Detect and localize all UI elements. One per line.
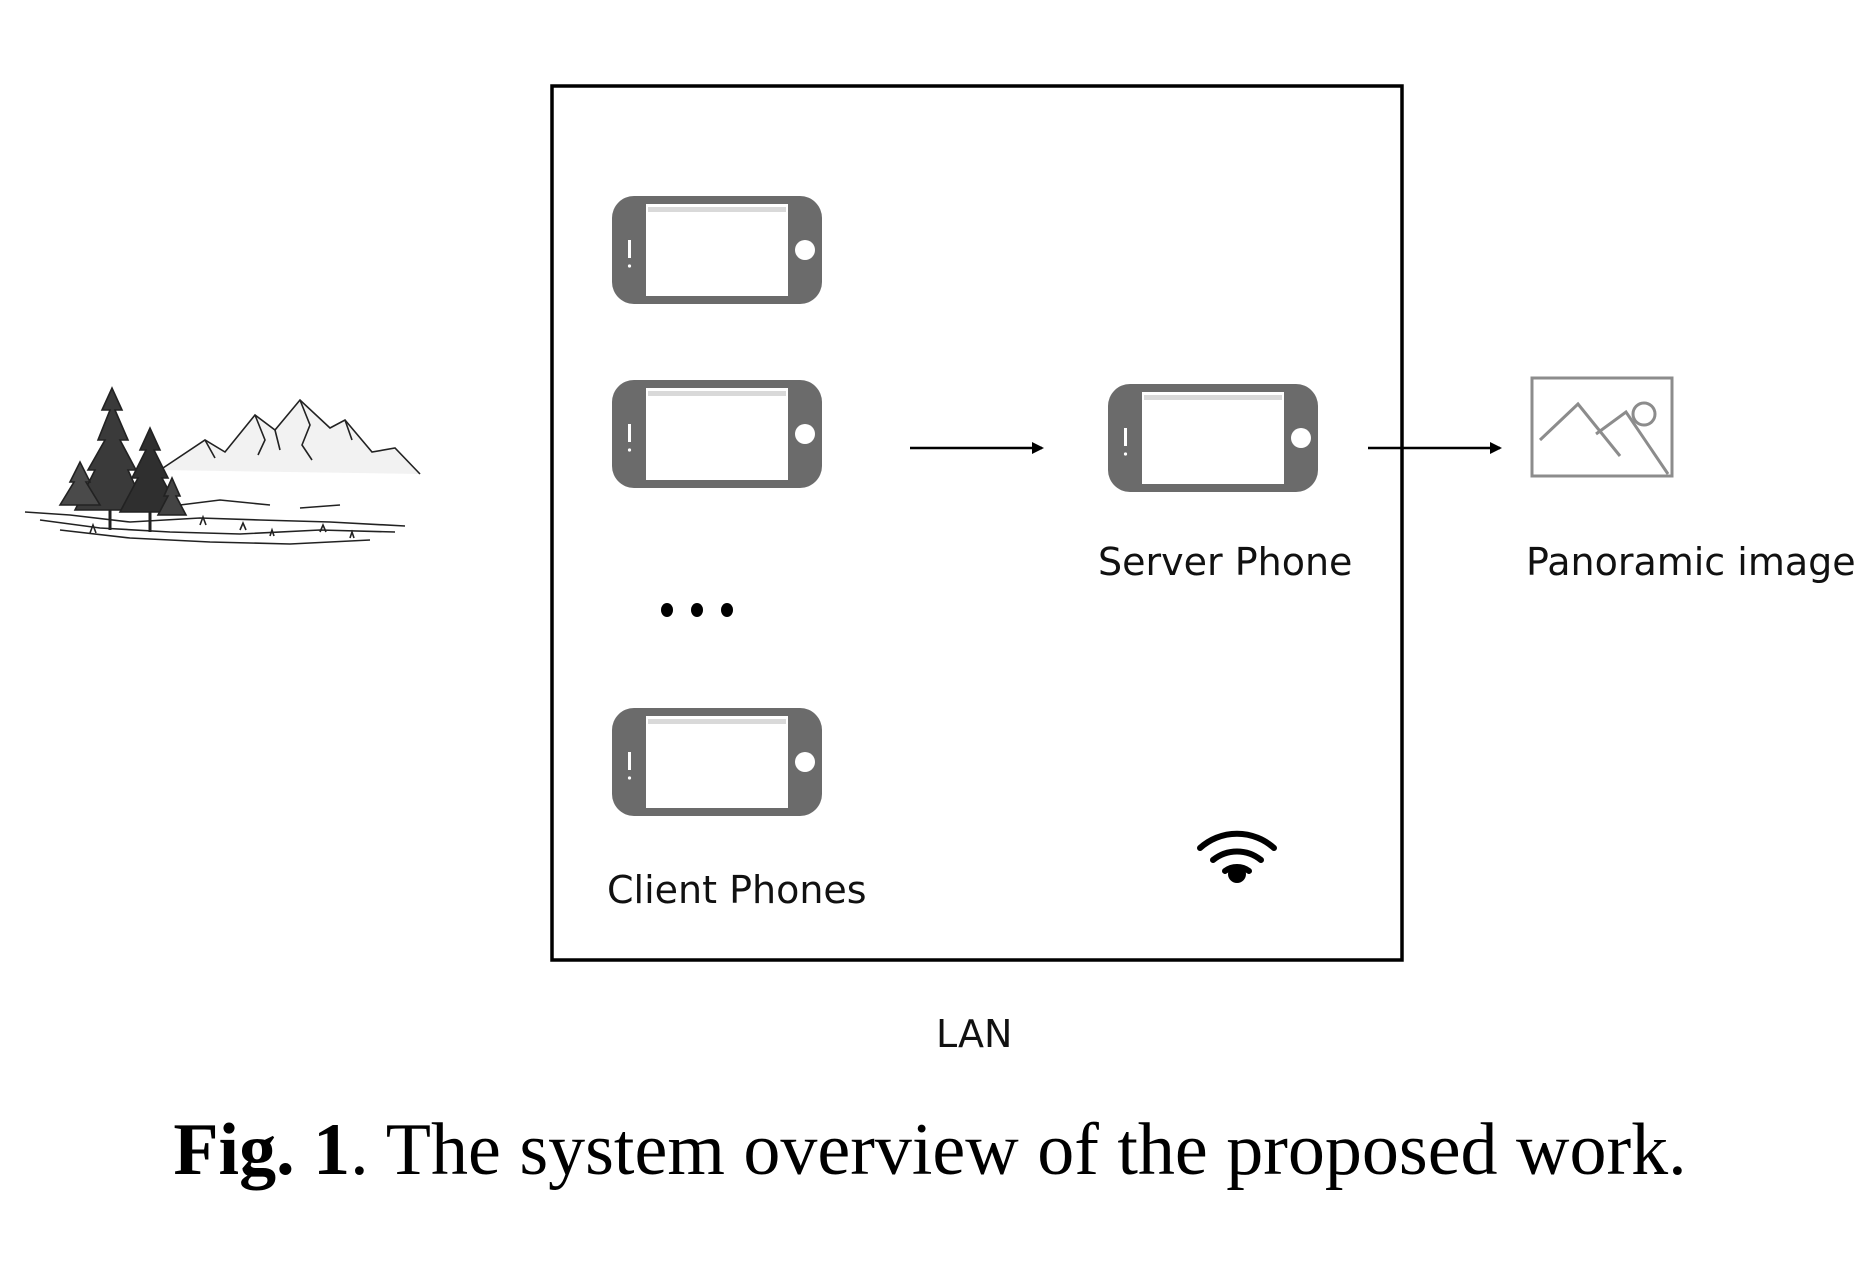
client-phone-3-icon [612,708,822,816]
client-phone-1-icon [612,196,822,304]
lan-label: LAN [936,1012,1013,1056]
ellipsis-icon [661,603,733,617]
server-phone-icon [1108,384,1318,492]
wifi-dot [1228,865,1246,883]
figure-caption-text: . The system overview of the proposed wo… [350,1109,1687,1191]
client-phones-label: Client Phones [607,868,867,912]
client-phone-2-icon [612,380,822,488]
landscape-sketch-icon [24,386,421,545]
figure-caption: Fig. 1. The system overview of the propo… [0,1108,1860,1193]
server-phone-label: Server Phone [1098,540,1353,584]
figure-number: Fig. 1 [173,1109,351,1191]
image-placeholder-icon [1530,376,1674,478]
panoramic-image-label: Panoramic image [1526,540,1856,584]
lan-boundary-box [550,84,1404,962]
